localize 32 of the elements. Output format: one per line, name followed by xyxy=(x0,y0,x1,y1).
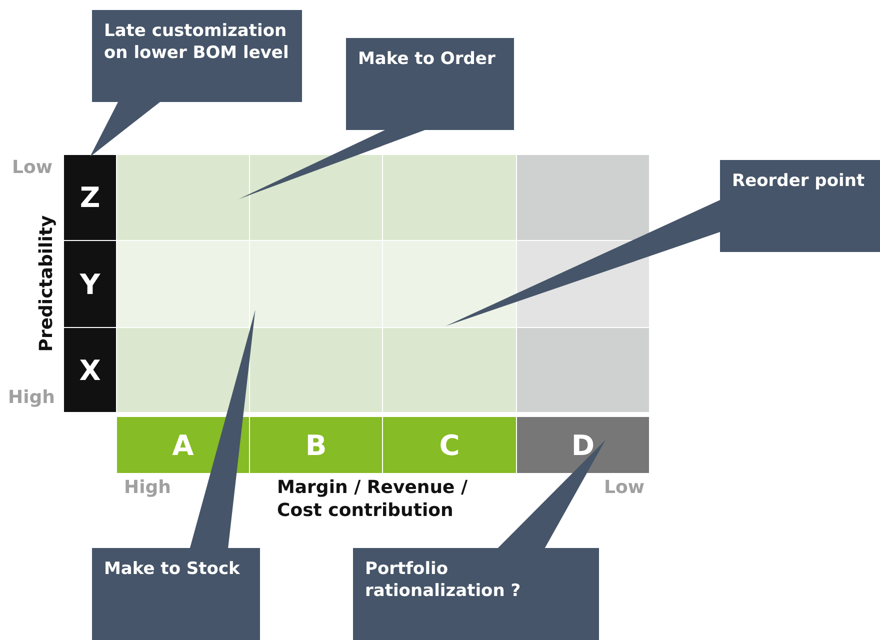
matrix-cell xyxy=(383,241,516,327)
callout: Reorder point xyxy=(720,160,880,252)
matrix-cell xyxy=(250,328,382,412)
leader-line xyxy=(238,130,425,200)
row-label: X xyxy=(64,328,116,412)
matrix-cell xyxy=(250,241,382,327)
row-label: Z xyxy=(64,155,116,240)
column-label: C xyxy=(383,417,516,473)
callout: Make to Order xyxy=(346,38,514,130)
leader-line xyxy=(498,440,606,548)
axis-end-label: High xyxy=(8,386,55,409)
axis-end-label: Low xyxy=(12,156,52,179)
column-label: B xyxy=(250,417,382,473)
callout: Make to Stock xyxy=(92,548,260,640)
matrix-cell xyxy=(517,328,649,412)
column-label: D xyxy=(517,417,649,473)
leader-line xyxy=(446,200,720,326)
callout: Portfolio rationalization ? xyxy=(353,548,599,640)
matrix-cell xyxy=(250,155,382,240)
matrix-cell xyxy=(117,155,249,240)
axis-end-label: Low xyxy=(604,476,644,499)
matrix-cell xyxy=(517,155,649,240)
axis-title: Margin / Revenue / Cost contribution xyxy=(277,476,469,522)
axis-title: Predictability xyxy=(34,215,58,352)
matrix-cell xyxy=(117,241,249,327)
matrix-cell xyxy=(117,328,249,412)
leader-line xyxy=(90,102,160,157)
matrix-cell xyxy=(383,328,516,412)
leader-line xyxy=(190,310,256,548)
row-label: Y xyxy=(64,241,116,327)
axis-end-label: High xyxy=(124,476,171,499)
matrix-cell xyxy=(383,155,516,240)
